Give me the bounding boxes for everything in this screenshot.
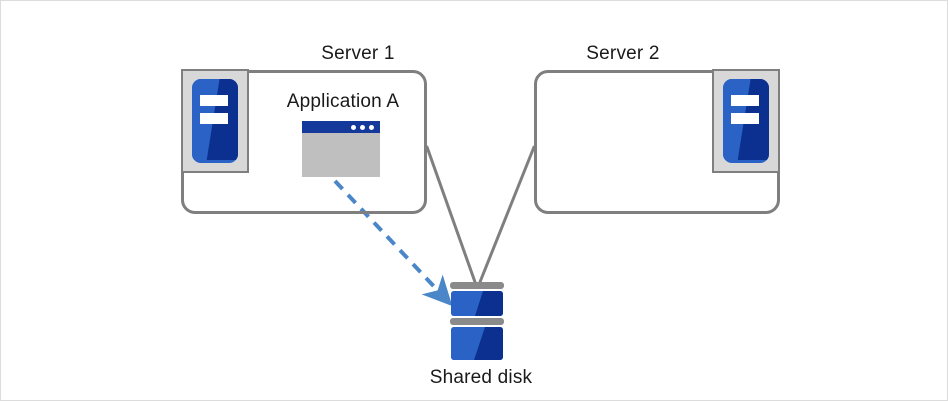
server-machine-icon: [181, 69, 249, 173]
server-slot-bar-2: [200, 113, 228, 125]
server-slot-bar-2: [731, 113, 759, 125]
window-dot-icon-3: [369, 125, 374, 130]
server-machine-icon: [712, 69, 780, 173]
connector-server1-disk: [425, 145, 477, 284]
disk-platter-2: [451, 327, 503, 360]
application-window-icon[interactable]: [302, 121, 380, 177]
disk-platter-shading: [451, 327, 503, 360]
server-chassis: [192, 79, 238, 163]
disk-bar-1: [450, 282, 504, 289]
window-dot-icon-2: [360, 125, 365, 130]
connector-application-a-disk: [333, 179, 453, 307]
disk-stack-icon[interactable]: [450, 282, 504, 362]
server-slot-bar-1: [731, 94, 759, 106]
server-2-label: Server 2: [586, 43, 660, 64]
disk-platter-1: [451, 291, 503, 316]
window-dot-icon-1: [351, 125, 356, 130]
disk-bar-2: [450, 318, 504, 325]
application-a-label: Application A: [286, 91, 400, 112]
disk-platter-shading: [451, 291, 503, 316]
server-slot-bar-1: [200, 94, 228, 106]
server-1-label: Server 1: [321, 43, 395, 64]
window-titlebar: [302, 121, 380, 133]
connector-server2-disk: [478, 145, 536, 284]
shared-disk-label: Shared disk: [429, 367, 533, 388]
server-chassis: [723, 79, 769, 163]
